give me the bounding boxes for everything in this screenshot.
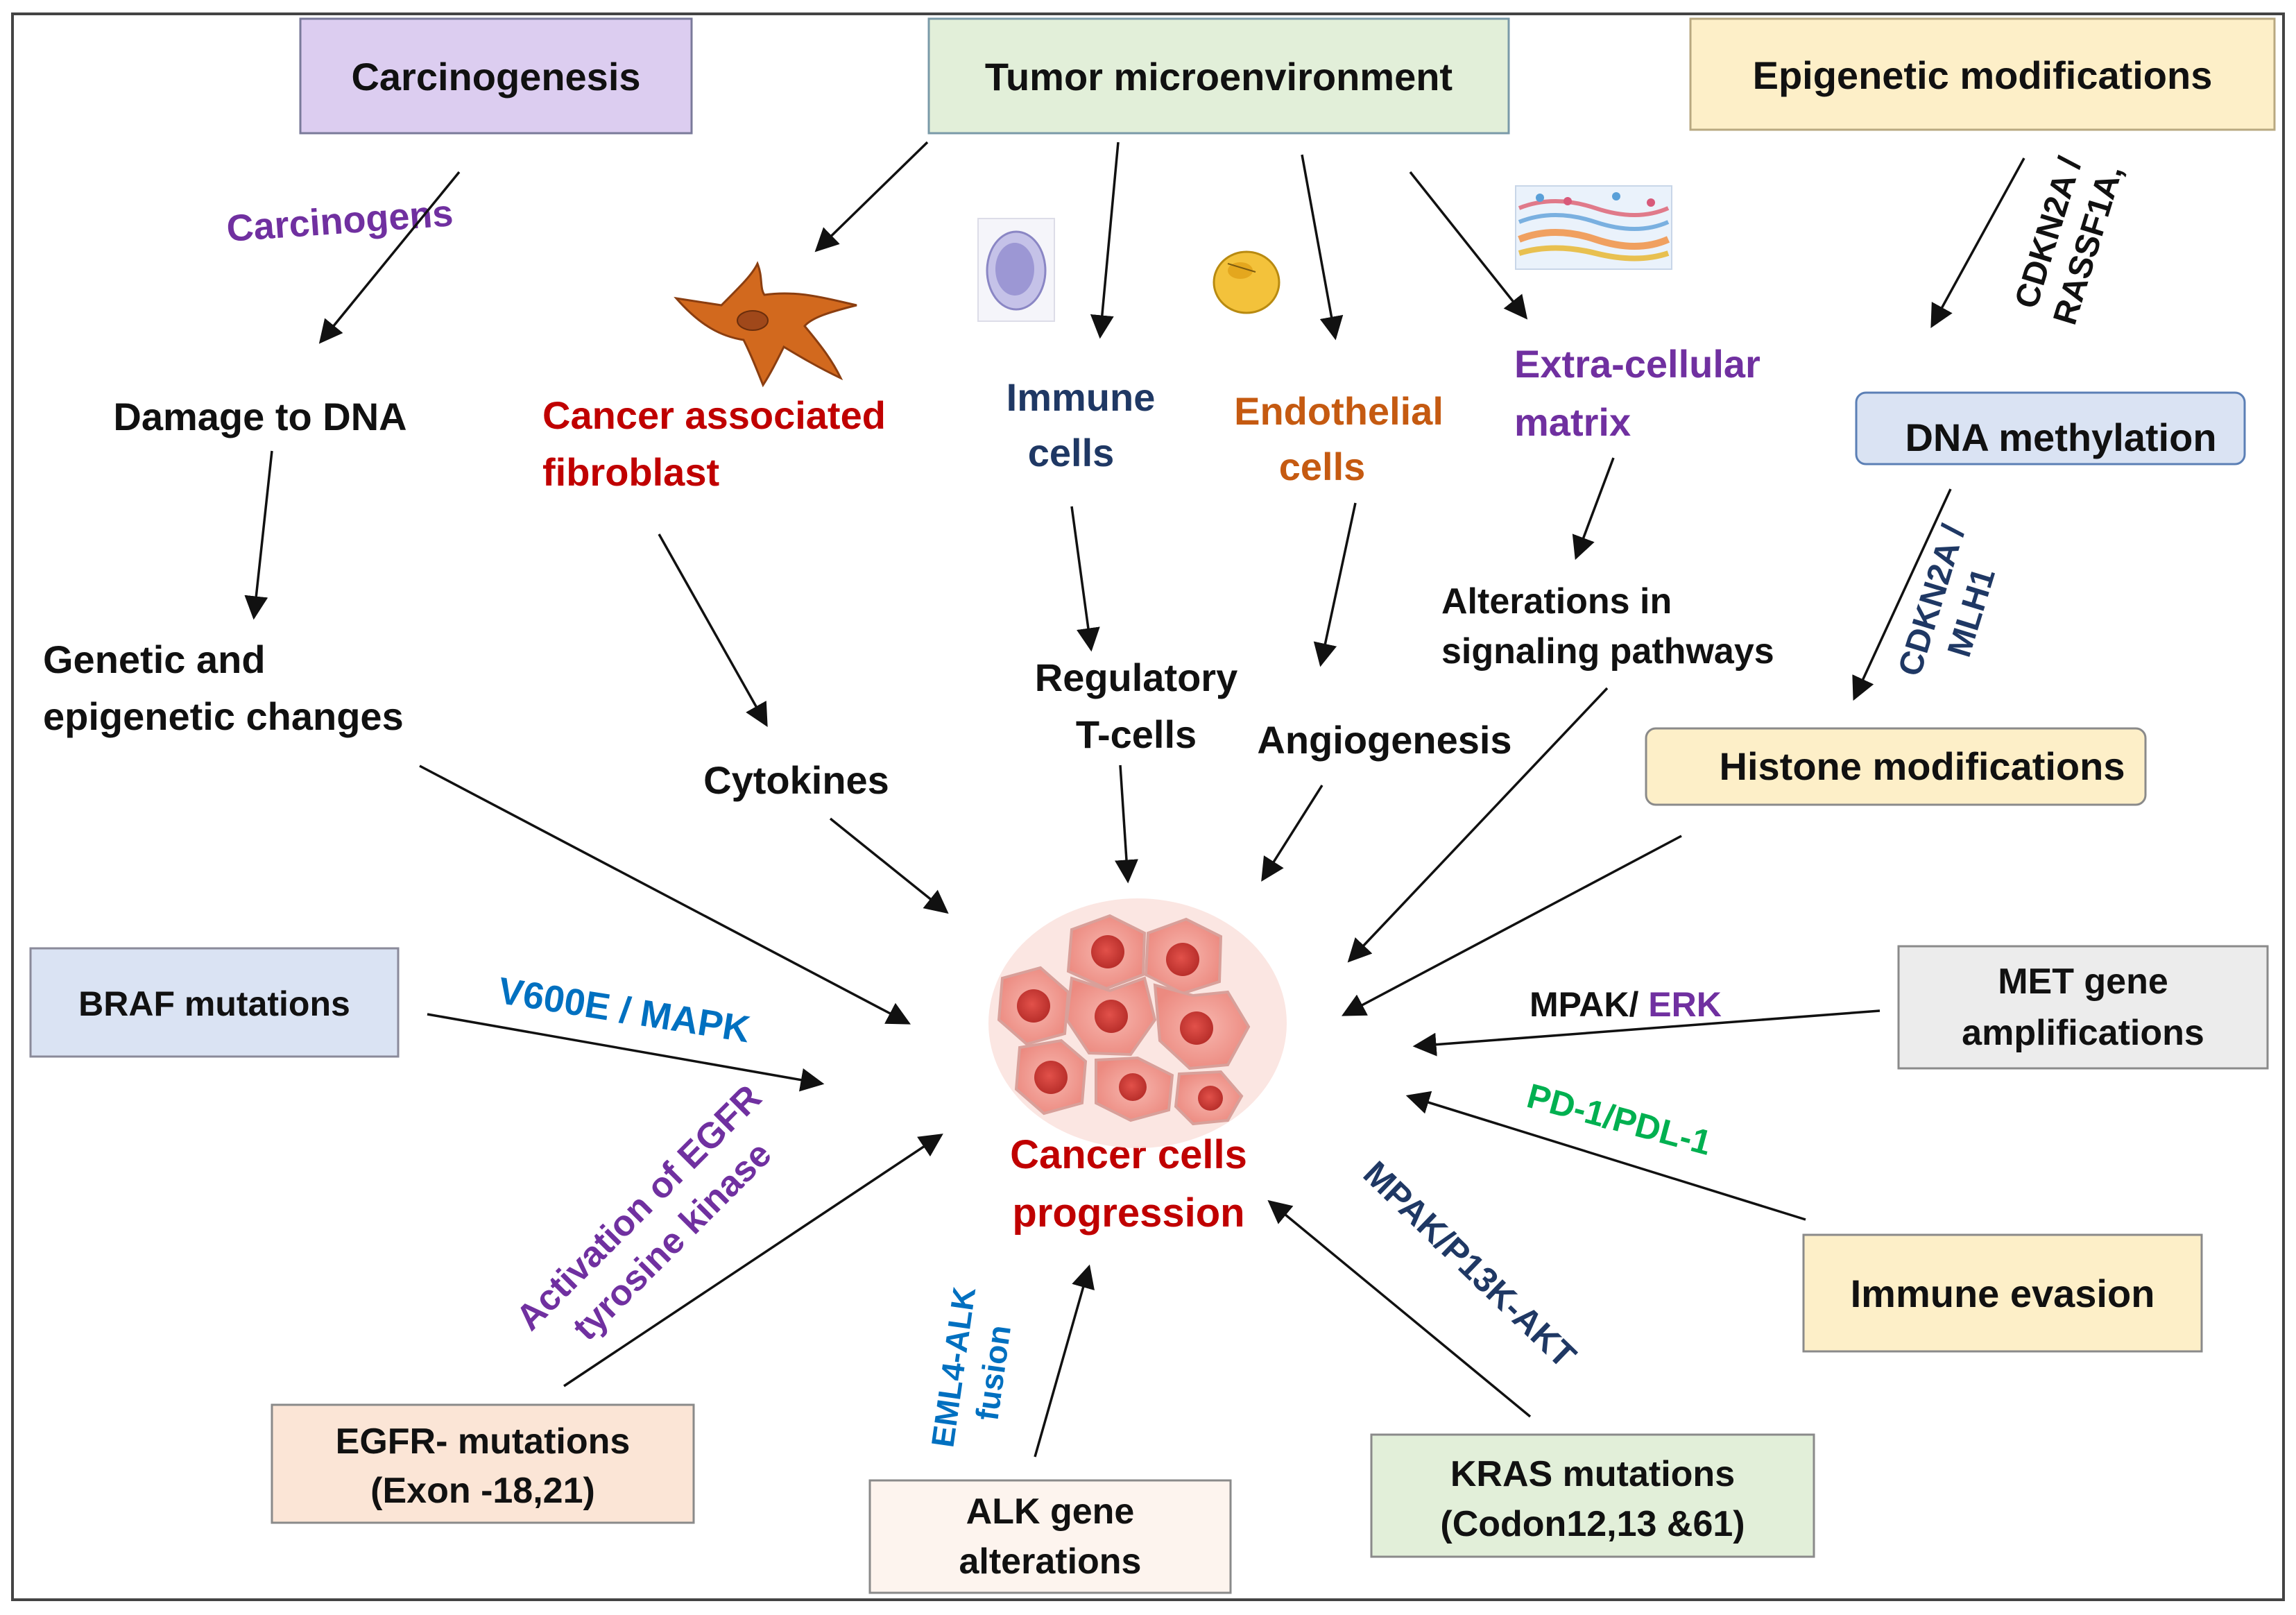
- extracellular-matrix-label-line1: Extra-cellular: [1514, 342, 1760, 386]
- braf-mutations-box: BRAF mutations: [29, 947, 400, 1058]
- pd1-pdl1-label: PD-1/PDL-1: [1523, 1076, 1715, 1163]
- met-gene-box: MET gene amplifications: [1897, 945, 2269, 1070]
- dna-methylation-box: DNA methylation: [1855, 391, 2246, 465]
- endothelial-cell-icon: [1213, 250, 1280, 314]
- arrow-endothelial-to-angiogenesis: [1313, 502, 1357, 667]
- arrow-angiogenesis-to-center: [1261, 785, 1323, 882]
- carcinogenesis-label: Carcinogenesis: [351, 55, 640, 99]
- histone-modifications-label: Histone modifications: [1720, 744, 2125, 788]
- arrow-ecm-to-alterations: [1572, 457, 1615, 561]
- damage-to-dna-label: Damage to DNA: [113, 395, 406, 438]
- arrow-carcinogenesis-to-damage: [318, 171, 461, 344]
- arrow-braf-to-center: [427, 1013, 825, 1092]
- fibroblast-icon: [674, 261, 857, 388]
- arrow-histone-to-center: [1341, 835, 1682, 1016]
- cancer-associated-fibroblast-label-line2: fibroblast: [542, 450, 719, 494]
- epigenetic-modifications-label: Epigenetic modifications: [1753, 53, 2213, 97]
- mpak-p13k-akt-label: MPAK/P13K-AKT: [1356, 1154, 1584, 1375]
- met-gene-label-line1: MET gene: [1998, 962, 2168, 1002]
- arrow-epigenetic-to-dna-methylation: [1930, 157, 2025, 328]
- cytokines-label: Cytokines: [703, 758, 889, 802]
- arrow-immune-evasion-to-center: [1405, 1091, 1806, 1221]
- immune-evasion-label: Immune evasion: [1851, 1272, 2155, 1315]
- mpak-label: MPAK/: [1530, 985, 1648, 1024]
- tumor-microenvironment-box: Tumor microenvironment: [927, 17, 1510, 135]
- arrow-met-to-center: [1412, 1009, 1881, 1057]
- alk-gene-box: ALK gene alterations: [868, 1479, 1232, 1594]
- met-gene-label-line2: amplifications: [1962, 1013, 2204, 1053]
- immune-cells-label-line1: Immune: [1006, 375, 1156, 419]
- arrow-alterations-to-center: [1347, 687, 1609, 963]
- endothelial-cells-label-line2: cells: [1279, 445, 1366, 488]
- outer-frame: [11, 12, 2285, 1601]
- center-label-line2: progression: [1012, 1190, 1244, 1236]
- arrow-dna-methylation-to-histone: [1852, 488, 1952, 701]
- tumor-microenvironment-label: Tumor microenvironment: [985, 55, 1453, 99]
- egfr-mutations-label-line1: EGFR- mutations: [336, 1421, 631, 1462]
- carcinogenesis-box: Carcinogenesis: [299, 17, 693, 135]
- alk-gene-label-line1: ALK gene: [966, 1492, 1135, 1532]
- kras-mutations-label-line1: KRAS mutations: [1450, 1454, 1735, 1494]
- arrow-tme-to-ecm: [1409, 171, 1528, 320]
- extracellular-matrix-label-line2: matrix: [1514, 400, 1631, 444]
- alterations-label-line2: signaling pathways: [1441, 631, 1774, 672]
- dna-methylation-label: DNA methylation: [1905, 416, 2216, 459]
- alterations-label-line1: Alterations in: [1441, 581, 1672, 622]
- eml4-alk-label-line1: EML4-ALK: [924, 1285, 982, 1450]
- immune-cells-label-line2: cells: [1028, 431, 1115, 475]
- regulatory-t-cells-label-line2: T-cells: [1076, 712, 1197, 756]
- epigenetic-modifications-box: Epigenetic modifications: [1689, 17, 2276, 131]
- extracellular-matrix-icon: [1515, 185, 1672, 270]
- arrow-regulatory-to-center: [1115, 764, 1138, 884]
- cancer-cells-cluster-icon: [988, 898, 1287, 1148]
- arrow-tme-to-immune: [1090, 142, 1120, 339]
- alk-gene-label-line2: alterations: [959, 1541, 1142, 1582]
- arrow-genetic-to-center: [419, 764, 911, 1025]
- eml4-alk-label-line2: fusion: [968, 1323, 1018, 1423]
- histone-modifications-box: Histone modifications: [1645, 727, 2147, 806]
- kras-mutations-label-line2: (Codon12,13 &61): [1440, 1504, 1745, 1544]
- kras-mutations-box: KRAS mutations (Codon12,13 &61): [1370, 1433, 1815, 1558]
- genetic-changes-label-line2: epigenetic changes: [43, 694, 404, 738]
- genetic-changes-label-line1: Genetic and: [43, 638, 266, 681]
- cancer-associated-fibroblast-label-line1: Cancer associated: [542, 393, 886, 437]
- arrow-tme-to-endothelial: [1301, 154, 1344, 341]
- arrow-cytokines-to-center: [829, 817, 949, 914]
- egfr-mutations-label-line2: (Exon -18,21): [370, 1471, 595, 1511]
- braf-mutations-label: BRAF mutations: [78, 984, 350, 1023]
- v600e-mapk-label: V600E / MAPK: [495, 970, 753, 1051]
- immune-cell-icon: [977, 218, 1055, 322]
- egfr-mutations-box: EGFR- mutations (Exon -18,21): [271, 1403, 695, 1524]
- arrow-kras-to-center: [1267, 1199, 1532, 1418]
- arrow-egfr-to-center: [563, 1134, 943, 1387]
- erk-label: ERK: [1648, 985, 1722, 1024]
- endothelial-cells-label-line1: Endothelial: [1234, 389, 1443, 433]
- arrow-alk-to-center: [1034, 1264, 1095, 1458]
- arrow-immune-to-regulatory: [1070, 506, 1100, 652]
- mpak-erk-label: MPAK/ ERK: [1530, 985, 1722, 1024]
- arrow-tme-to-fibroblast: [814, 141, 929, 253]
- arrows: [244, 141, 2025, 1458]
- arrow-damage-to-genetic: [244, 450, 273, 620]
- arrow-fibroblast-to-cytokines: [658, 533, 768, 727]
- immune-evasion-box: Immune evasion: [1802, 1233, 2203, 1353]
- regulatory-t-cells-label-line1: Regulatory: [1035, 656, 1238, 699]
- angiogenesis-label: Angiogenesis: [1257, 718, 1511, 762]
